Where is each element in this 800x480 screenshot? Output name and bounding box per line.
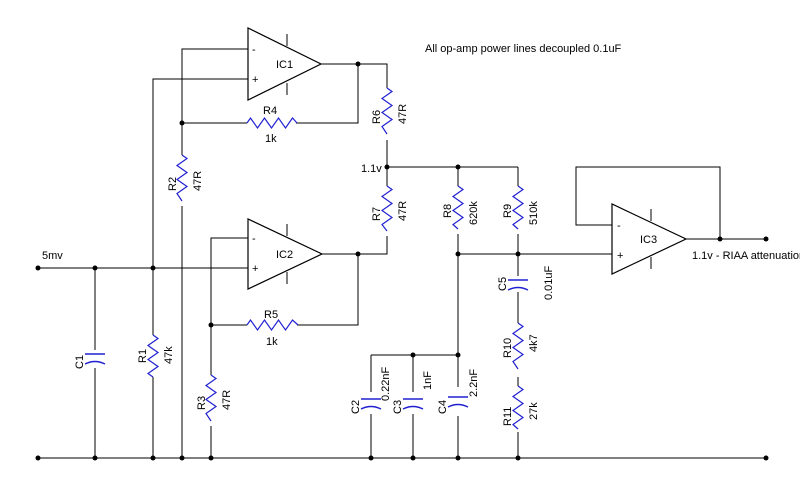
r7-value: 47R <box>397 201 409 221</box>
opamp-ic3: - + IC3 <box>611 203 688 275</box>
c3-value: 1nF <box>422 371 434 390</box>
r3-symbol <box>204 374 218 422</box>
r1-ref: R1 <box>137 349 149 363</box>
c3-symbol <box>402 398 424 410</box>
ic2-label: IC2 <box>276 249 293 261</box>
r11-value: 27k <box>528 402 540 420</box>
c4-value: 2.2nF <box>468 369 480 397</box>
r1-value: 47k <box>163 346 175 364</box>
r10-symbol <box>511 322 525 370</box>
r5-ref: R5 <box>264 309 278 321</box>
r5-symbol <box>246 318 299 332</box>
r11-ref: R11 <box>502 407 514 426</box>
r9-value: 510k <box>528 201 540 225</box>
c2-value: 0.22nF <box>380 366 392 401</box>
r2-symbol <box>175 154 189 202</box>
ic1-plus-label: + <box>252 74 258 86</box>
c3-ref: C3 <box>392 400 404 414</box>
r9-symbol <box>511 185 525 230</box>
input-label: 5mv <box>42 250 63 262</box>
r8-value: 620k <box>468 201 480 225</box>
r11-symbol <box>511 385 525 430</box>
wiring <box>38 48 766 459</box>
r6-symbol <box>380 87 394 135</box>
r3-ref: R3 <box>196 396 208 410</box>
ic2-minus-label: - <box>252 233 256 245</box>
output-label: 1.1v - RIAA attenuation <box>692 250 800 262</box>
ic2-symbol <box>247 218 324 290</box>
ic3-symbol <box>611 203 688 275</box>
opamp-ic2: - + IC2 <box>247 218 324 290</box>
opamp-ic1: - + IC1 <box>247 27 323 101</box>
r10-value: 4k7 <box>528 334 540 352</box>
ic3-minus-label: - <box>617 220 621 232</box>
r5-value: 1k <box>266 336 278 348</box>
c1-ref: C1 <box>74 355 86 369</box>
ic1-symbol <box>247 27 323 101</box>
capacitors <box>84 279 529 410</box>
resistors <box>146 87 525 430</box>
r10-ref: R10 <box>502 338 514 358</box>
r6-value: 47R <box>397 104 409 124</box>
ic1-minus-label: - <box>252 44 256 56</box>
ic2-plus-label: + <box>252 263 258 275</box>
c5-symbol <box>507 279 529 291</box>
junctions <box>35 61 769 461</box>
r2-ref: R2 <box>167 177 179 191</box>
c5-ref: C5 <box>497 277 509 291</box>
c4-symbol <box>447 396 469 408</box>
c4-ref: C4 <box>437 400 449 414</box>
r3-value: 47R <box>221 390 233 410</box>
c2-ref: C2 <box>350 400 362 414</box>
r8-ref: R8 <box>442 204 454 218</box>
r7-symbol <box>380 185 394 232</box>
r1-symbol <box>146 334 160 378</box>
r2-value: 47R <box>192 171 204 191</box>
ic3-plus-label: + <box>617 250 623 262</box>
r9-ref: R9 <box>502 204 514 218</box>
r6-ref: R6 <box>371 110 383 124</box>
c5-value: 0.01uF <box>543 265 555 300</box>
r4-value: 1k <box>265 133 277 145</box>
r4-symbol <box>246 116 298 130</box>
vertical-labels: C1 R1 47k R2 47R R3 47R R6 47R R7 47R R8… <box>74 104 555 426</box>
c1-symbol <box>84 353 106 365</box>
power-note: All op-amp power lines decoupled 0.1uF <box>425 43 622 55</box>
r8-symbol <box>451 185 465 230</box>
mid-node-label: 1.1v <box>361 163 382 175</box>
r7-ref: R7 <box>371 207 383 221</box>
r4-ref: R4 <box>263 105 277 117</box>
ic1-label: IC1 <box>276 59 293 71</box>
c2-symbol <box>360 398 382 410</box>
ic3-label: IC3 <box>640 234 657 246</box>
